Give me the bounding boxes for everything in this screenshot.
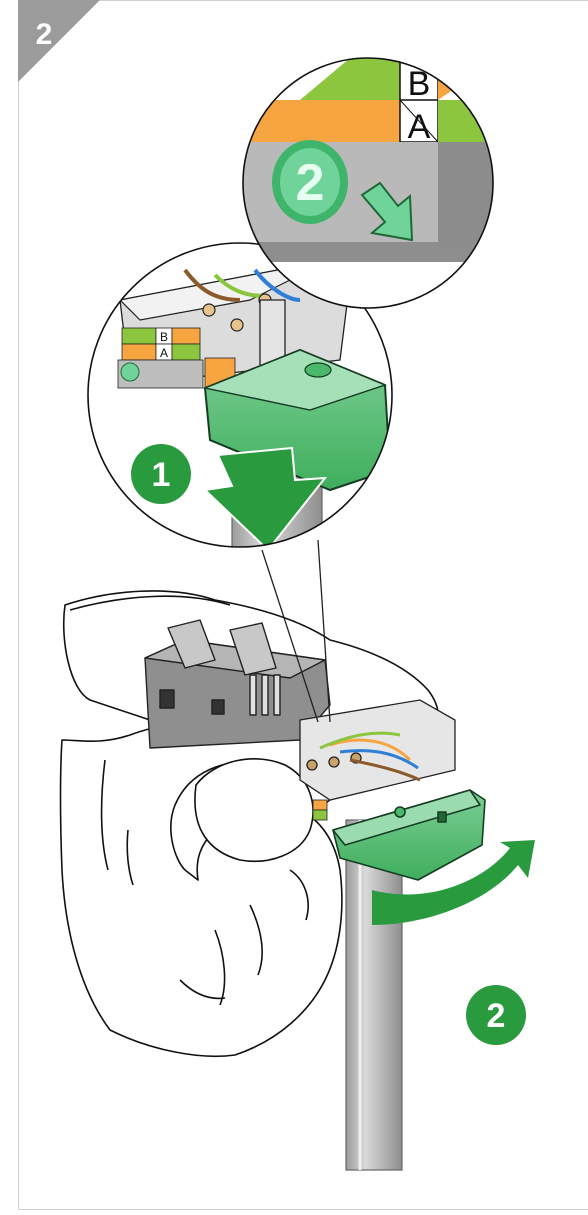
step-number: 2 [36, 18, 53, 51]
label-circle-number: 2 [296, 154, 325, 212]
small-label-a: A [160, 346, 168, 360]
label-letter-a: A [408, 108, 431, 146]
label-letter-b: B [408, 65, 431, 103]
callout-2-number: 2 [487, 997, 506, 1035]
callout-1: 1 [131, 444, 191, 504]
small-label-b: B [160, 330, 168, 344]
callout-1-number: 1 [152, 456, 171, 494]
label-zoom-circle: B A 2 [240, 58, 500, 308]
callout-2: 2 [466, 985, 526, 1045]
label-circle-2: 2 [272, 140, 348, 224]
step-number-tab: 2 [18, 0, 100, 82]
